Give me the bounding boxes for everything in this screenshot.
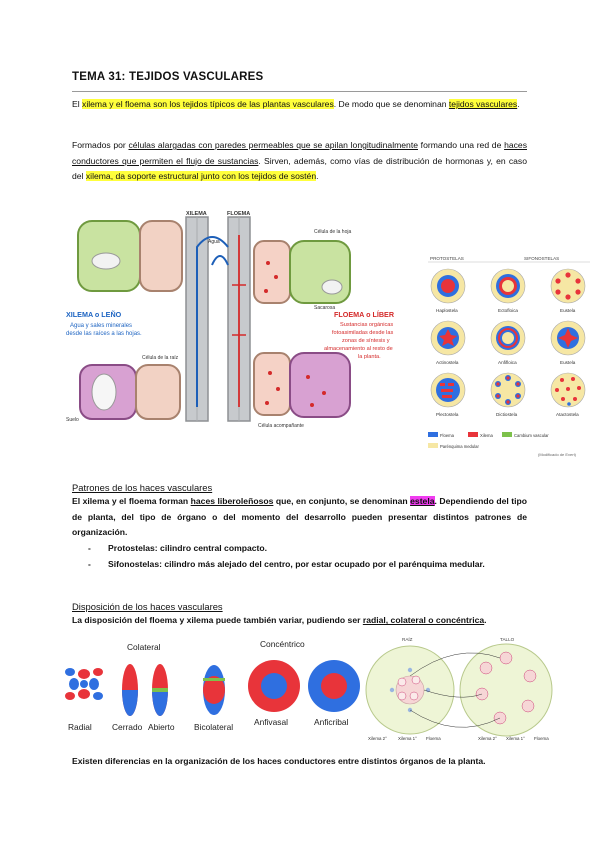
stem-label-xilema2: Xilema 2° <box>478 736 497 741</box>
legend-parenquima: Parénquima medular <box>440 444 479 449</box>
legend-cambium: Cambium vascular <box>514 433 549 438</box>
stele-label-1: Haplostela <box>436 308 458 313</box>
stele-plectostela <box>430 372 466 408</box>
stele-anfifloica <box>490 320 526 356</box>
anficribal-label: Anficribal <box>314 717 349 727</box>
patrones-paragraph: El xilema y el floema forman haces liber… <box>72 496 527 538</box>
xilema-title: XILEMA o LEÑO <box>66 310 122 319</box>
formation-paragraph: Formados por células alargadas con pared… <box>72 140 527 182</box>
celula-hoja-label: Célula de la hoja <box>314 229 351 235</box>
stele-eustela-2 <box>550 320 586 356</box>
cerrado-label: Cerrado <box>112 722 143 732</box>
sacarosa-label: Sacarosa <box>314 305 335 311</box>
floema-desc-4: almacenamiento al resto de <box>324 346 393 352</box>
stele-label-2: Ectofloica <box>498 308 518 313</box>
stele-eustela-1 <box>550 268 586 304</box>
floema-title: FLOEMA o LÍBER <box>334 310 395 319</box>
list-item: Protostelas: cilindro central compacto. <box>88 541 528 557</box>
disposicion-paragraph: La disposición del floema y xilema puede… <box>72 615 487 625</box>
stele-haplostela <box>430 268 466 304</box>
stele-label-9: Atactostela <box>556 412 579 417</box>
stele-label-7: Plectostela <box>436 412 459 417</box>
suelo-label: Suelo <box>66 417 79 423</box>
stele-dictiostela <box>490 372 526 408</box>
section-heading-patrones: Patrones de los haces vasculares <box>72 482 213 493</box>
closing-paragraph: Existen diferencias en la organización d… <box>72 756 486 766</box>
bundle-radial <box>65 668 103 700</box>
celula-acompanante-label: Célula acompañante <box>258 423 304 429</box>
sifonostelas-header: SIFONOSTELAS <box>524 256 559 261</box>
root-label-floema: Floema <box>426 736 441 741</box>
anfivasal-label: Anfivasal <box>254 717 288 727</box>
floema-desc-3: zonas de síntesis y <box>342 338 390 344</box>
stele-pattern-list: Protostelas: cilindro central compacto. … <box>88 541 528 572</box>
section-heading-disposicion: Disposición de los haces vasculares <box>72 601 223 612</box>
abierto-label: Abierto <box>148 722 175 732</box>
stele-types-grid: PROTOSTELAS SIFONOSTELAS Haplostela Ecto… <box>428 256 590 457</box>
raiz-header: RAÍZ <box>402 636 413 642</box>
xilema-desc-1: Agua y sales minerales <box>70 323 132 329</box>
floema-desc-1: Sustancias orgánicas <box>340 322 393 328</box>
list-item: Sifonostelas: cilindro más alejado del c… <box>88 557 528 573</box>
highlight-tejidos-vasculares: tejidos vasculares <box>448 99 518 109</box>
bundle-anfivasal <box>248 660 300 712</box>
stele-atactostela <box>550 372 586 408</box>
stem-label-xilema1: Xilema 1° <box>506 736 525 741</box>
floema-column-label: FLOEMA <box>227 211 250 217</box>
bicolateral-label: Bicolateral <box>194 722 233 732</box>
floema-desc-2: fotoasimiladas desde las <box>332 330 393 336</box>
colateral-label: Colateral <box>127 642 161 652</box>
page-title: TEMA 31: TEJIDOS VASCULARES <box>72 71 264 83</box>
stele-label-4: Actinostela <box>436 360 459 365</box>
bundle-cerrado <box>122 664 138 716</box>
radial-label: Radial <box>68 722 92 732</box>
stele-label-3: Eustela <box>560 308 576 313</box>
agua-label: Agua <box>208 239 220 245</box>
floema-desc-5: la planta. <box>358 354 381 360</box>
highlight-estela: estela <box>410 496 435 506</box>
stele-label-5: Anfifloica <box>498 360 517 365</box>
highlight-soporte: xilema, da soporte estructural junto con… <box>85 171 317 182</box>
xilema-desc-2: desde las raíces a las hojas. <box>66 331 142 337</box>
concentrico-label: Concéntrico <box>260 639 305 649</box>
title-rule <box>72 91 527 92</box>
bundle-anficribal <box>308 660 360 712</box>
figure-credit: (Modificado de Evert) <box>538 452 577 457</box>
bundle-abierto <box>152 664 168 716</box>
highlight-xilema-floema: xilema y el floema son los tejidos típic… <box>82 99 334 109</box>
root-label-xilema2: Xilema 2° <box>368 736 387 741</box>
xilema-column-label: XILEMA <box>186 211 207 217</box>
stele-label-6: Eustela <box>560 360 576 365</box>
stem-section <box>459 643 553 737</box>
protostelas-header: PROTOSTELAS <box>430 256 464 261</box>
stem-label-floema: Floema <box>534 736 549 741</box>
xylem-phloem-diagram: XILEMA FLOEMA Agua Célula de la hoja Sac… <box>66 211 395 429</box>
bundle-bicolateral <box>203 665 225 715</box>
root-section <box>365 645 455 735</box>
intro-paragraph: El xilema y el floema son los tejidos tí… <box>72 99 520 109</box>
stele-actinostela <box>430 320 466 356</box>
celula-raiz-label: Célula de la raíz <box>142 355 179 361</box>
stele-label-8: Dictiostela <box>496 412 518 417</box>
root-label-xilema1: Xilema 1° <box>398 736 417 741</box>
bundle-arrangement-diagram: Colateral Concéntrico Radial Cerr <box>65 639 360 732</box>
tallo-header: TALLO <box>500 637 515 642</box>
stele-ectofloica <box>490 268 526 304</box>
root-stem-sections: RAÍZ TALLO Xilema 2° Xilema 1° Floema Xi… <box>365 636 553 741</box>
legend-floema: Floema <box>440 433 455 438</box>
legend-xilema: Xilema <box>480 433 493 438</box>
